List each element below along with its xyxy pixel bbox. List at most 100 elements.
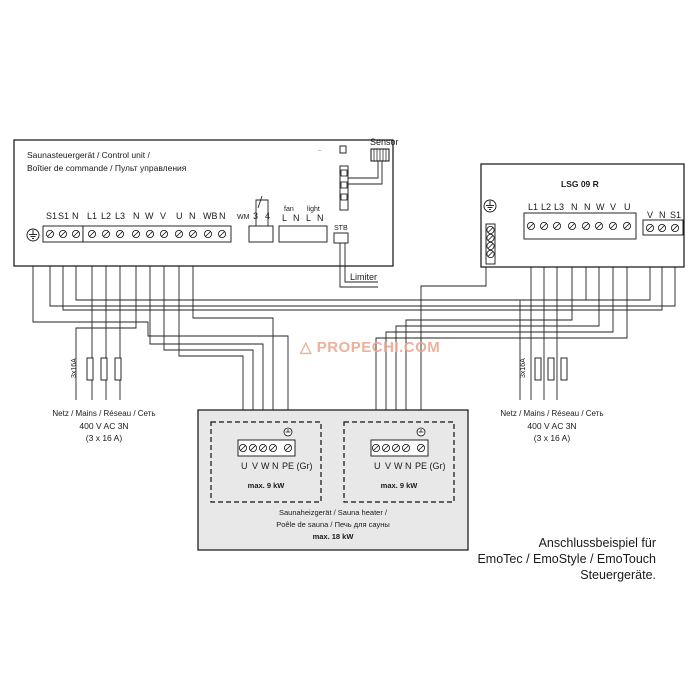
h1-screw-1: [248, 443, 257, 452]
cu-label-w: W: [145, 211, 154, 221]
cu-screw-9: [174, 229, 183, 238]
control-unit-indicator-tag: —: [318, 148, 322, 152]
h1-screw-0: [238, 443, 247, 452]
lsg-label-n2: N: [584, 202, 591, 212]
sensor-icon: [348, 148, 390, 185]
lsg-label-n3: N: [659, 210, 666, 220]
fuse-label-right: 3x16A: [520, 358, 527, 378]
caption-line2: EmoTec / EmoStyle / EmoTouch: [477, 552, 656, 566]
cu-screw-2: [72, 229, 81, 238]
h1-screw-4: [283, 443, 292, 452]
mains-right-line3: (3 x 16 A): [534, 433, 571, 443]
wire-2: [62, 232, 663, 311]
cu-label-s1b: S1: [58, 211, 69, 221]
control-unit-indicator: [339, 145, 347, 154]
lsg-terminal-labels: L1 L2 L3 N N W V U V N S1: [528, 202, 681, 220]
lsg-label-v: V: [610, 202, 616, 212]
h1-screw-2: [258, 443, 267, 452]
sensor-connector-3: [340, 193, 348, 201]
mains-left-line1: Netz / Mains / Réseau / Сеть: [52, 409, 155, 418]
fan-light-terminal-block: [278, 225, 328, 243]
lsg-label-u: U: [624, 202, 631, 212]
control-unit-terminal-labels: S1 S1 N L1 L2 L3 N W V U N WB N: [46, 211, 226, 221]
cu-screw-8: [159, 229, 168, 238]
light-label: light: [307, 206, 320, 213]
h2-label-w: W: [394, 461, 403, 471]
h2-label-u: U: [374, 461, 381, 471]
heater-module-1: [210, 421, 322, 503]
cu-screw-10: [188, 229, 197, 238]
mains-left-line3: (3 x 16 A): [86, 433, 123, 443]
lsg-label-v2: V: [647, 210, 653, 220]
lsg-right-screw-2: [671, 223, 680, 232]
wire-13: [395, 230, 600, 448]
wire-10: [178, 238, 244, 448]
lsg-label-l1: L1: [528, 202, 538, 212]
lsg-ground-screw-1: [486, 233, 495, 242]
cu-label-l3: L3: [115, 211, 125, 221]
fan-label: fan: [284, 206, 294, 213]
lsg-screw-4: [582, 221, 591, 230]
lsg-screw-0: [527, 221, 536, 230]
heater-pe-ground-icon: [416, 427, 426, 437]
control-unit-box: [13, 139, 394, 267]
fuse-right-l3: [560, 357, 568, 381]
h2-label-n: N: [405, 461, 412, 471]
sensor-label: Sensor: [370, 137, 399, 147]
h2-screw-2: [391, 443, 400, 452]
wire-7: [75, 238, 137, 400]
h1-label-u: U: [241, 461, 248, 471]
cu-screw-1: [59, 229, 68, 238]
wire-9: [163, 238, 254, 448]
cu-terminal-block-main: [82, 225, 232, 243]
lsg-right-screw-0: [646, 223, 655, 232]
stb-label: STB: [334, 225, 348, 232]
heater-title-line1: Saunaheizgerät / Sauna heater /: [279, 508, 388, 517]
h2-screw-1: [381, 443, 390, 452]
lsg-label-w: W: [596, 202, 605, 212]
fuse-label-left: 3x16A: [71, 358, 78, 378]
h1-label-w: W: [261, 461, 270, 471]
mains-right-line1: Netz / Mains / Réseau / Сеть: [500, 409, 603, 418]
light-label-l: L: [306, 213, 311, 223]
h2-label-pe: PE (Gr): [415, 461, 446, 471]
wire-11: [192, 238, 274, 448]
h1-screw-3: [268, 443, 277, 452]
caption: Anschlussbeispiel für EmoTec / EmoStyle …: [477, 535, 656, 583]
cu-label-n3: N: [189, 211, 196, 221]
lsg-ground-screw-3: [486, 249, 495, 258]
wm-label-4: 4: [265, 211, 270, 221]
h1-label-pe: PE (Gr): [282, 461, 313, 471]
lsg-title: LSG 09 R: [561, 179, 599, 189]
lsg-ground-screws: [486, 225, 495, 258]
cu-label-v: V: [160, 211, 166, 221]
fuse-left-l1: [86, 357, 94, 381]
heater2-terminal-labels: U V W N PE (Gr): [374, 461, 446, 471]
lsg-label-l2: L2: [541, 202, 551, 212]
h2-screw-4: [416, 443, 425, 452]
mains-right-line2: 400 V AC 3N: [527, 421, 576, 431]
cu-screw-5: [116, 229, 125, 238]
heater2-power: max. 9 kW: [381, 481, 419, 490]
lsg-screw-2: [553, 221, 562, 230]
cu-label-n1: N: [72, 211, 79, 221]
lsg-ground-screw-0: [486, 225, 495, 234]
fan-label-l: L: [282, 213, 287, 223]
mains-left-line2: 400 V AC 3N: [79, 421, 128, 431]
cu-label-n2: N: [133, 211, 140, 221]
lsg-right-screw-1: [658, 223, 667, 232]
ground-symbol-lsg: [483, 199, 497, 213]
heater1-terminal-labels: U V W N PE (Gr): [241, 461, 313, 471]
watermark-text: PROPECHI.COM: [316, 339, 441, 356]
cu-screw-6: [131, 229, 140, 238]
cu-label-s1a: S1: [46, 211, 57, 221]
wm-label: WM: [237, 214, 250, 221]
wire-0: [32, 241, 289, 440]
heater-module-2: [343, 421, 455, 503]
heater-terminal-screws: [238, 427, 426, 452]
cu-label-l2: L2: [101, 211, 111, 221]
h1-label-n: N: [272, 461, 279, 471]
cu-screw-7: [145, 229, 154, 238]
fuse-left-l3: [114, 357, 122, 381]
